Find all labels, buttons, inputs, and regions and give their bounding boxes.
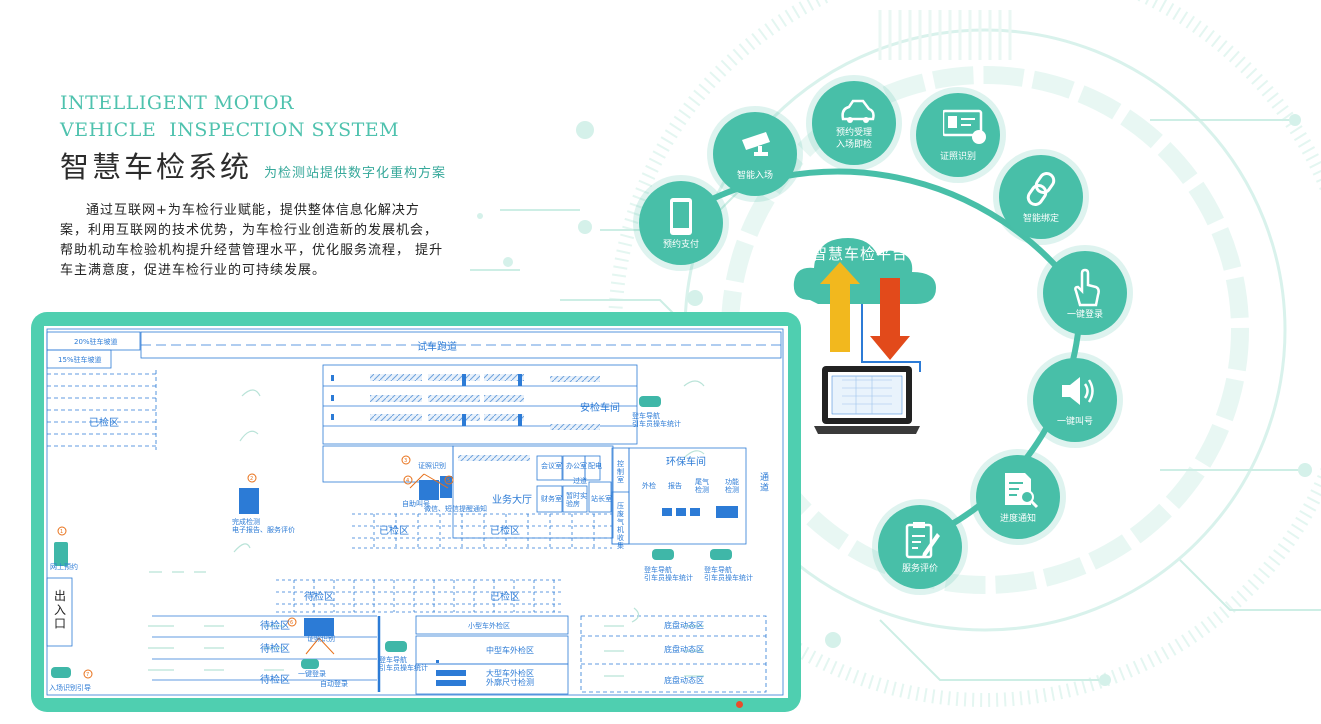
env-label-b: 报告 bbox=[668, 481, 682, 490]
chassis-area-3-label: 底盘动态区 bbox=[664, 675, 704, 685]
phone-icon bbox=[670, 198, 692, 235]
tag-guide-1: 登车导航引车员操车统计 bbox=[632, 411, 681, 428]
env-label-d: 功能检测 bbox=[725, 477, 739, 494]
tag-entry-guidance: 入场识别引导 bbox=[49, 683, 91, 692]
tag-one-click-login: 一键登录 bbox=[298, 669, 326, 678]
meeting-room-label: 会议室 bbox=[541, 461, 562, 470]
checked-area-2-label: 已检区 bbox=[490, 524, 520, 537]
marker-2: 2 bbox=[250, 476, 253, 482]
page-title: 智慧车检系统 bbox=[60, 150, 253, 184]
service-node-booking-accept[interactable]: 预约受理入场即检 bbox=[812, 81, 896, 165]
power-room-label: 配电 bbox=[588, 461, 602, 470]
service-node-one-click-call[interactable]: 一键叫号 bbox=[1033, 358, 1117, 442]
pending-area-3-label: 待检区 bbox=[260, 673, 290, 686]
marker-3: 3 bbox=[404, 458, 407, 464]
small-external-label: 小型车外检区 bbox=[468, 621, 510, 630]
car-icon bbox=[841, 99, 875, 123]
download-arrow bbox=[870, 278, 910, 360]
tag-online-booking: 网上预约 bbox=[50, 562, 78, 571]
service-label: 证照识别 bbox=[939, 152, 976, 162]
env-workshop-label: 环保车间 bbox=[666, 455, 706, 468]
service-node-service-evaluation[interactable]: 服务评价 bbox=[878, 505, 962, 589]
office-label: 办公室 bbox=[566, 461, 587, 470]
checked-area-1-label: 已检区 bbox=[379, 524, 409, 537]
tag-guide-4: 登车导航引车员操车统计 bbox=[379, 655, 428, 672]
large-external-label: 大型车外检区外廓尺寸检测 bbox=[486, 668, 534, 687]
ramp-20-label: 20%驻车坡道 bbox=[74, 337, 118, 346]
env-label-c: 尾气检测 bbox=[695, 477, 709, 494]
service-node-id-recognition[interactable]: 证照识别 bbox=[916, 93, 1000, 177]
power-indicator bbox=[736, 701, 743, 708]
camera-icon bbox=[742, 132, 770, 156]
service-label: 服务评价 bbox=[901, 564, 938, 574]
station-floor-plan: 20%驻车坡道 15%驻车坡道 会议室 办公室 配电 站长室 过道 财务室 暂时… bbox=[46, 328, 784, 696]
page-subtitle: 为检测站提供数字化重构方案 bbox=[264, 166, 447, 181]
pending-area-2-label: 待检区 bbox=[260, 642, 290, 655]
marker-6: 6 bbox=[290, 620, 293, 626]
english-title: INTELLIGENT MOTOR VEHICLE INSPECTION SYS… bbox=[60, 90, 399, 144]
env-label-a: 外检 bbox=[642, 481, 656, 490]
ramp-15-label: 15%驻车坡道 bbox=[58, 355, 102, 364]
upload-arrow bbox=[820, 262, 860, 352]
platform-title: 智慧车检平台 bbox=[812, 245, 909, 263]
tag-notice: 微信、短信提醒通知 bbox=[424, 504, 487, 513]
test-track-label: 试车跑道 bbox=[417, 340, 457, 353]
service-node-booking-payment[interactable]: 预约支付 bbox=[639, 181, 723, 265]
marker-1: 1 bbox=[60, 529, 63, 535]
service-label: 一键叫号 bbox=[1056, 417, 1093, 427]
document-search-icon bbox=[1005, 473, 1039, 509]
mid-external-label: 中型车外检区 bbox=[486, 645, 534, 655]
platform-cloud bbox=[793, 238, 936, 372]
control-room-label: 控制室 bbox=[617, 459, 624, 484]
corridor-label: 过道 bbox=[573, 476, 587, 485]
tag-guide-2: 登车导航引车员操车统计 bbox=[644, 565, 693, 582]
business-hall-label: 业务大厅 bbox=[492, 493, 532, 506]
service-label: 预约受理入场即检 bbox=[835, 128, 872, 150]
pending-area-1-label: 待检区 bbox=[260, 619, 290, 632]
id-card-icon bbox=[943, 109, 986, 144]
finance-label: 财务室 bbox=[541, 494, 562, 503]
service-node-smart-binding[interactable]: 智能绑定 bbox=[999, 155, 1083, 239]
service-label: 智能入场 bbox=[736, 171, 773, 181]
exhaust-label: 压废气机收集 bbox=[617, 502, 624, 550]
tag-auto-login: 自动登录 bbox=[320, 679, 348, 688]
service-node-progress-notice[interactable]: 进度通知 bbox=[976, 455, 1060, 539]
tag-evaluate: 完成检测电子报告、服务评价 bbox=[232, 517, 295, 534]
pending-area-top-label: 待检区 bbox=[304, 590, 334, 603]
english-title-line-2: VEHICLE INSPECTION SYSTEM bbox=[60, 119, 400, 141]
service-node-smart-entry[interactable]: 智能入场 bbox=[713, 112, 797, 196]
service-node-one-click-login[interactable]: 一键登录 bbox=[1043, 251, 1127, 335]
chassis-area-1-label: 底盘动态区 bbox=[664, 620, 704, 630]
channel-label: 通道 bbox=[760, 472, 769, 493]
laptop-icon bbox=[814, 366, 920, 434]
chassis-area-2-label: 底盘动态区 bbox=[664, 644, 704, 654]
tag-self-call: 自助叫号 bbox=[402, 499, 430, 508]
service-label: 智能绑定 bbox=[1022, 214, 1059, 224]
touch-icon bbox=[1074, 268, 1100, 307]
intro-paragraph: 通过互联网+为车检行业赋能，提供整体信息化解决方案，利用互联网的技术优势，为车检… bbox=[60, 203, 444, 278]
station-master-label: 站长室 bbox=[591, 494, 612, 503]
english-title-line-1: INTELLIGENT MOTOR bbox=[60, 92, 294, 114]
safety-workshop-label: 安检车间 bbox=[580, 401, 620, 414]
tag-guide-3: 登车导航引车员操车统计 bbox=[704, 565, 753, 582]
link-icon bbox=[1026, 172, 1056, 206]
marker-5: 5 bbox=[447, 478, 450, 484]
tag-id-recognition: 证照识别 bbox=[418, 461, 446, 470]
entry-exit-label: 出入口 bbox=[54, 589, 66, 631]
service-label: 一键登录 bbox=[1066, 310, 1103, 320]
service-label: 预约支付 bbox=[662, 240, 699, 250]
lounge-label: 暂时实验房 bbox=[566, 491, 587, 508]
service-label: 进度通知 bbox=[999, 514, 1036, 524]
checked-area-3-label: 已检区 bbox=[490, 590, 520, 603]
marker-4: 4 bbox=[406, 478, 409, 484]
tag-id-bind: 证照识别 bbox=[307, 634, 335, 643]
clipboard-pen-icon bbox=[905, 522, 940, 559]
speaker-icon bbox=[1062, 377, 1094, 405]
checked-area-left-label: 已检区 bbox=[89, 416, 119, 429]
marker-7: 7 bbox=[86, 672, 89, 678]
